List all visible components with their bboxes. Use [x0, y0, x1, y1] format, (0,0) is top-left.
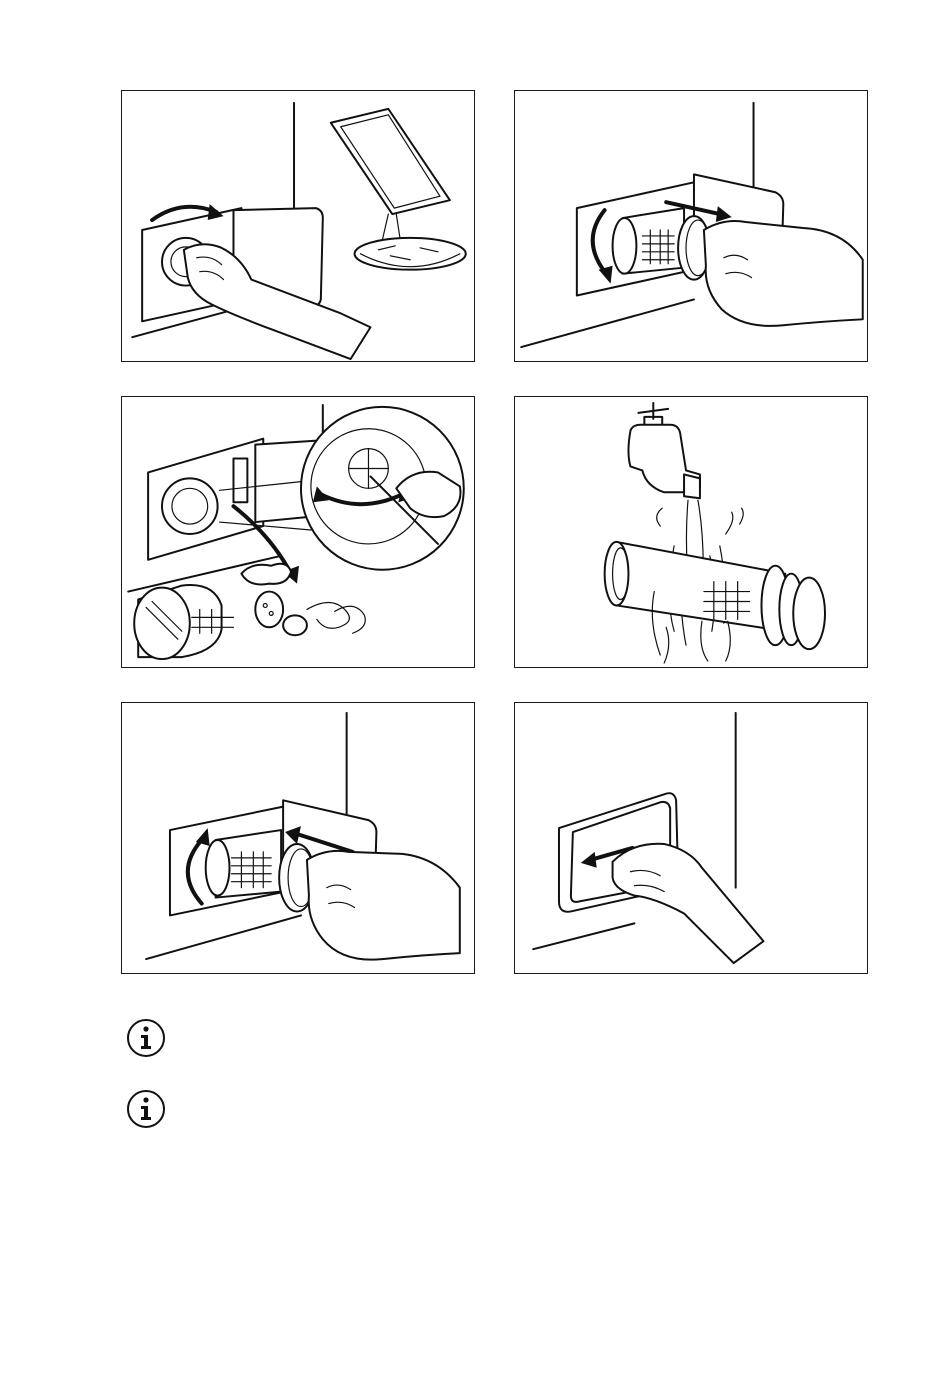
figure-step-5 [121, 702, 475, 974]
info-icon [126, 1089, 166, 1129]
info-icon [126, 1018, 166, 1058]
figure-step-1 [121, 90, 475, 362]
rinse-filter-under-tap-illustration [515, 397, 867, 667]
unscrew-pull-filter-illustration [515, 91, 867, 361]
figure-step-2 [514, 90, 868, 362]
close-flap-illustration [515, 703, 867, 973]
remove-debris-from-filter-illustration [122, 397, 474, 667]
info-note-1 [126, 1018, 166, 1058]
figure-step-3 [121, 396, 475, 668]
figure-step-6 [514, 702, 868, 974]
figure-step-4 [514, 396, 868, 668]
info-note-2 [126, 1089, 166, 1129]
reinsert-tighten-filter-illustration [122, 703, 474, 973]
open-flap-drain-water-illustration [122, 91, 474, 361]
